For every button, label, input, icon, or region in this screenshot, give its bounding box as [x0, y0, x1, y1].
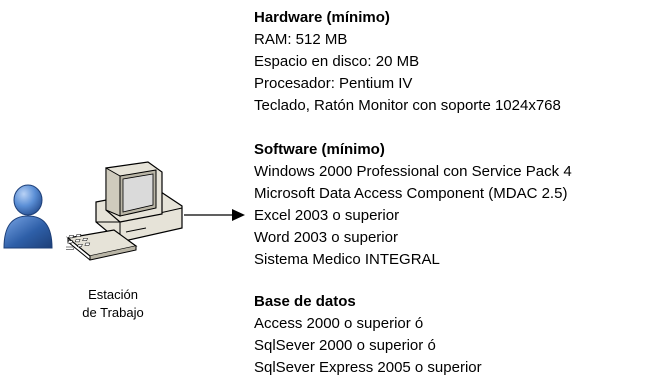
hardware-item: RAM: 512 MB — [254, 31, 348, 48]
workstation-caption: Estación de Trabajo — [68, 286, 158, 322]
hardware-list: RAM: 512 MB Espacio en disco: 20 MB Proc… — [254, 29, 646, 117]
workstation-label-line2: de Trabajo — [82, 305, 144, 320]
software-item: Word 2003 o superior — [254, 229, 398, 246]
user-icon — [3, 184, 53, 249]
database-item: SqlSever Express 2005 o superior — [254, 359, 482, 376]
hardware-item: Teclado, Ratón Monitor con soporte 1024x… — [254, 97, 561, 114]
desktop-computer-icon — [66, 161, 183, 261]
software-item: Excel 2003 o superior — [254, 207, 400, 224]
software-item: Windows 2000 Professional con Service Pa… — [254, 163, 572, 180]
arrow-right-icon — [184, 209, 245, 221]
hardware-heading: Hardware (mínimo) — [254, 9, 390, 26]
software-item: Microsoft Data Access Component (MDAC 2.… — [254, 185, 568, 202]
software-heading: Software (mínimo) — [254, 141, 385, 158]
hardware-item: Procesador: Pentium IV — [254, 75, 413, 92]
database-section: Base de datos Access 2000 o superior ó S… — [254, 291, 646, 379]
software-list: Windows 2000 Professional con Service Pa… — [254, 161, 646, 271]
database-item: SqlSever 2000 o superior ó — [254, 337, 436, 354]
hardware-section: Hardware (mínimo) RAM: 512 MB Espacio en… — [254, 7, 646, 117]
database-heading: Base de datos — [254, 293, 356, 310]
database-item: Access 2000 o superior ó — [254, 315, 424, 332]
database-list: Access 2000 o superior ó SqlSever 2000 o… — [254, 313, 646, 379]
software-section: Software (mínimo) Windows 2000 Professio… — [254, 139, 646, 271]
software-item: Sistema Medico INTEGRAL — [254, 251, 440, 268]
hardware-item: Espacio en disco: 20 MB — [254, 53, 420, 70]
workstation-label-line1: Estación — [88, 287, 138, 302]
